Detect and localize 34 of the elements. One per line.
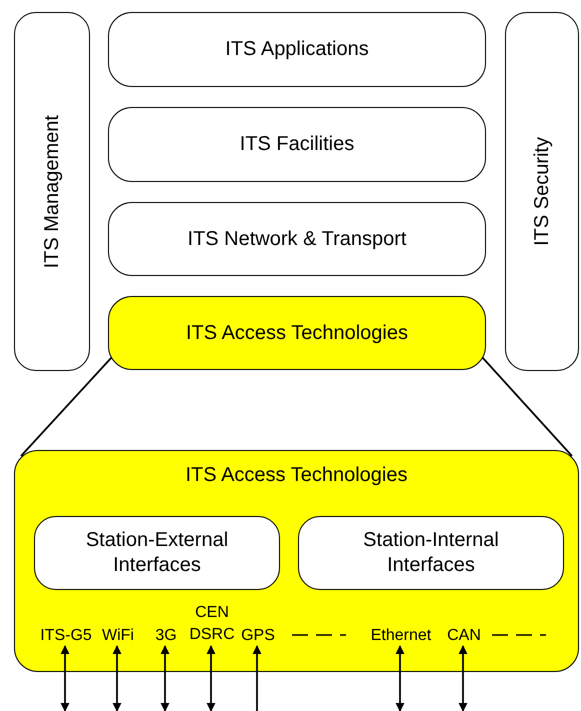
group-title: ITS Access Technologies [186, 463, 408, 488]
interface-label: CAN [445, 625, 483, 647]
interface-label: GPS [239, 625, 277, 647]
box-label: ITS Security [530, 137, 554, 246]
layer-box [108, 202, 486, 276]
box-label: ITS Facilities [240, 132, 354, 157]
expanded-group-box [14, 450, 579, 672]
highlighted-layer-box [108, 296, 486, 370]
box-label: ITS Management [40, 114, 64, 268]
box-label: Station-External Interfaces [84, 528, 230, 578]
arrow [458, 645, 468, 711]
interface-label: Ethernet [363, 625, 439, 647]
interface-box [34, 516, 280, 590]
interface-label: 3G [151, 625, 181, 647]
connector-line [481, 356, 573, 457]
box-label: Station-Internal Interfaces [362, 528, 500, 578]
side-column-box [14, 12, 90, 371]
arrow [160, 645, 170, 711]
side-column-box [505, 12, 579, 371]
layer-box [108, 107, 486, 182]
arrow [252, 645, 262, 711]
box-label: ITS Network & Transport [188, 226, 406, 252]
arrow [206, 645, 216, 711]
arrow [112, 645, 122, 711]
box-label: ITS Access Technologies [186, 320, 408, 346]
interface-box [298, 516, 564, 590]
arrow [396, 645, 404, 711]
interface-label: CEN DSRC [187, 601, 237, 647]
arrow [60, 645, 70, 711]
layer-box [108, 12, 486, 87]
connector-line [20, 356, 113, 457]
interface-label: ITS-G5 [35, 625, 97, 647]
box-label: ITS Applications [225, 37, 369, 62]
interface-label: WiFi [96, 625, 140, 647]
